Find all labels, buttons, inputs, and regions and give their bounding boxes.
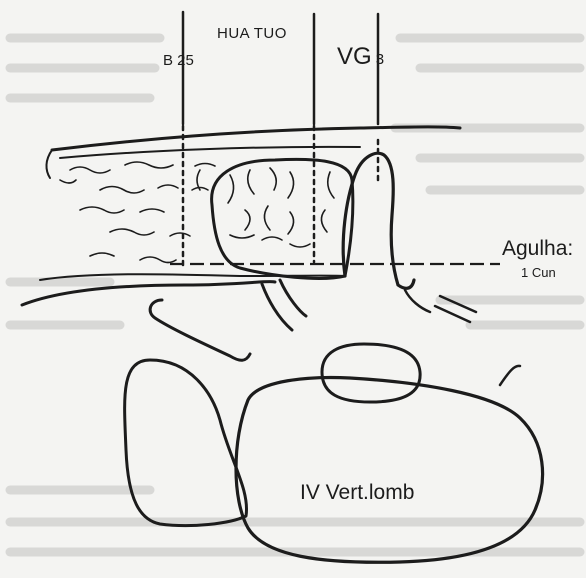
label-vg-number: 3 [376,51,384,68]
tissue-curve-1 [262,284,292,330]
label-vertebra: IV Vert.lomb [300,482,414,503]
tissue-curve-2 [280,280,306,316]
spinous-process [343,153,414,288]
muscle-mass-outline [212,159,353,278]
transverse-process [150,300,250,360]
label-hua-tuo: HUA TUO [217,26,287,41]
vertebral-body [236,378,543,563]
psoas-muscle [125,360,247,526]
tissue-curve-3 [405,290,430,312]
right-contour [500,366,520,385]
left-outline-upper [46,150,52,178]
label-b25: B 25 [163,53,194,68]
background-text-traces [10,38,580,552]
label-vg: VG [337,43,372,70]
tissue-curve-5 [435,306,470,322]
label-cun: 1 Cun [521,266,556,279]
label-agulha: Agulha: [502,238,573,259]
spinal-cord [322,344,420,402]
muscle-fibers [60,162,334,263]
